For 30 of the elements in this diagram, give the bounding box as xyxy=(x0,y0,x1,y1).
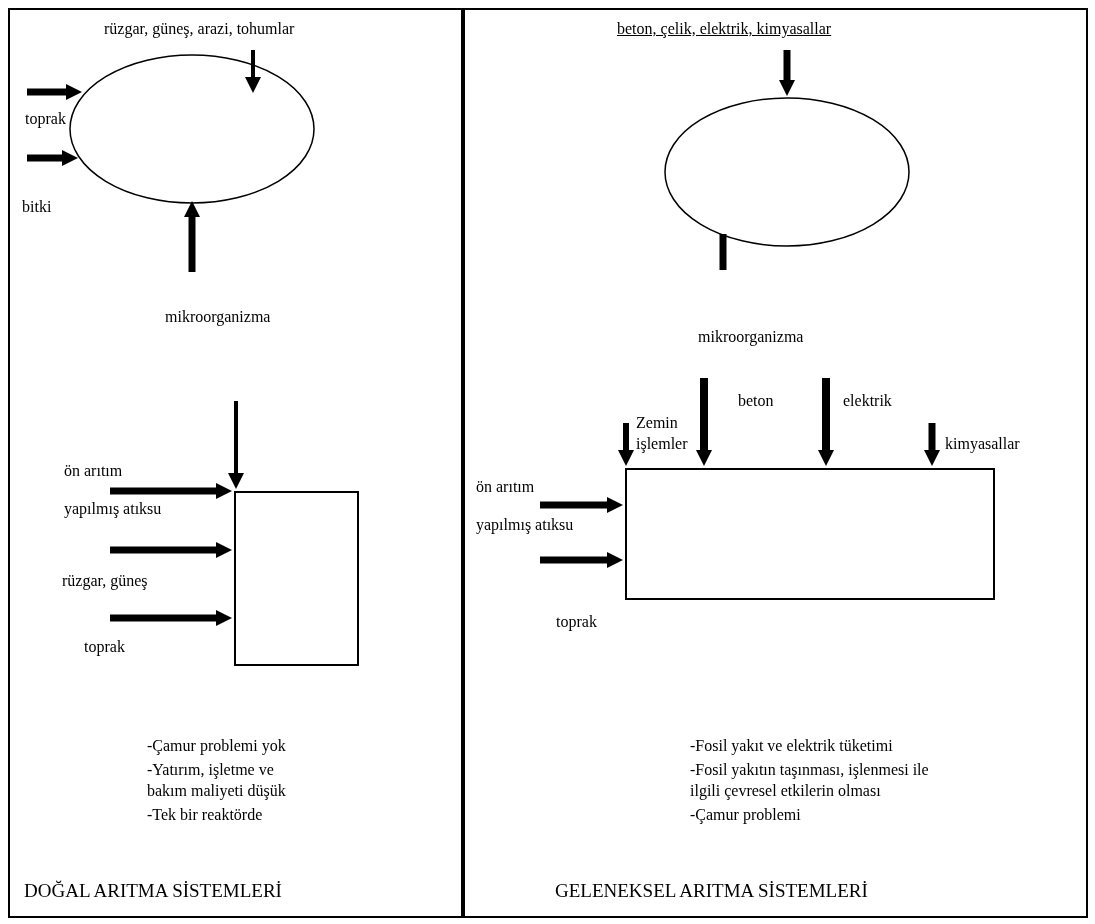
note-text: -Çamur problemi yok xyxy=(147,736,287,756)
input-label: elektrik xyxy=(843,391,892,411)
input-label: toprak xyxy=(25,109,66,129)
input-label: mikroorganizma xyxy=(698,327,804,347)
panel-title: GELENEKSEL ARITMA SİSTEMLERİ xyxy=(555,880,868,901)
panel xyxy=(8,8,463,918)
arrow xyxy=(245,50,261,93)
note-text: -Fosil yakıtın taşınması, işlenmesi ile ilgili çevresel etkilerin olması xyxy=(690,760,930,801)
note-text: -Çamur problemi xyxy=(690,805,802,825)
input-label: toprak xyxy=(84,637,125,657)
input-label: bitki xyxy=(22,197,52,217)
input-label: rüzgar, güneş xyxy=(62,571,148,591)
input-label: toprak xyxy=(556,612,597,632)
panel xyxy=(463,8,1088,918)
note-text: -Yatırım, işletme ve bakım maliyeti düşük xyxy=(147,760,287,801)
panel-title: DOĞAL ARITMA SİSTEMLERİ xyxy=(24,880,282,901)
input-label: ön arıtım yapılmış atıksu xyxy=(476,468,581,540)
reactor-box xyxy=(234,491,359,666)
input-label: kimyasallar xyxy=(945,434,1020,454)
reactor-box xyxy=(625,468,995,600)
input-label: beton, çelik, elektrik, kimyasallar xyxy=(617,19,832,39)
note-text: -Fosil yakıt ve elektrik tüketimi xyxy=(690,736,894,756)
arrow xyxy=(618,423,634,466)
note-text: -Tek bir reaktörde xyxy=(147,805,264,825)
arrow xyxy=(228,401,244,489)
input-label: rüzgar, güneş, arazi, tohumlar xyxy=(104,19,295,39)
input-label: Zemin işlemler xyxy=(636,413,689,454)
input-label: beton xyxy=(738,391,774,411)
input-label: ön arıtım yapılmış atıksu xyxy=(64,452,169,524)
input-label: mikroorganizma xyxy=(165,307,271,327)
